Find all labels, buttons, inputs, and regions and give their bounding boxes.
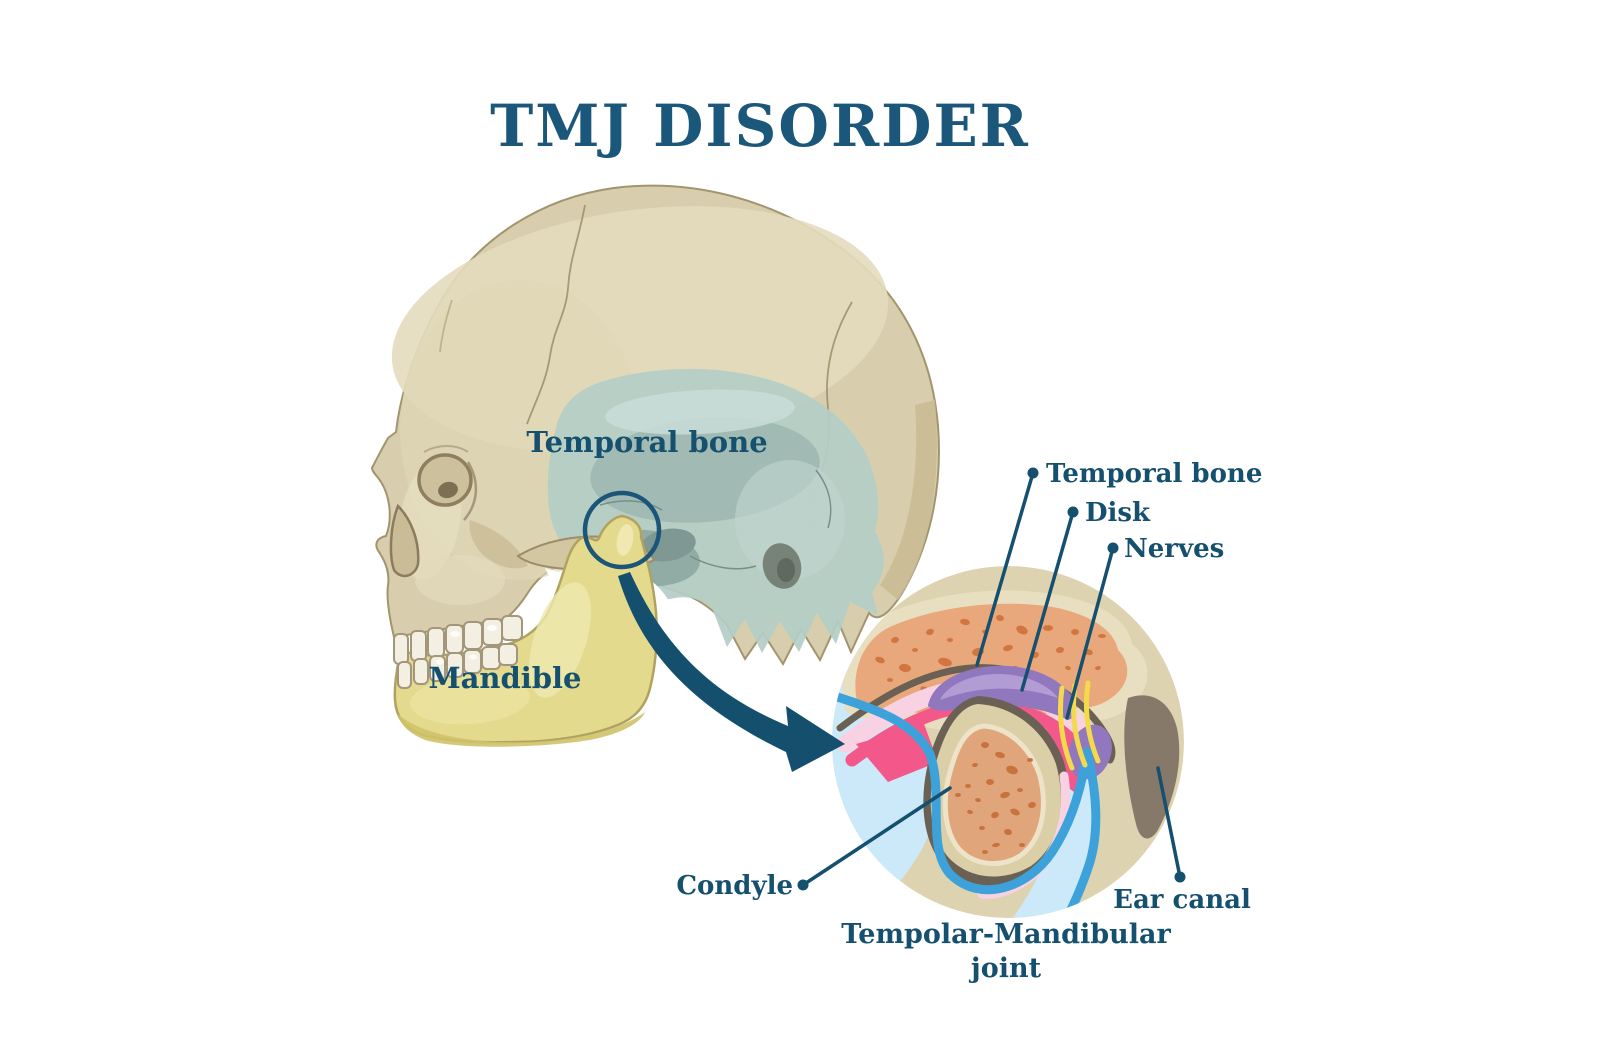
mandible-shading — [398, 524, 645, 747]
condyle-cross-section — [923, 696, 1070, 886]
leader-nerves — [1065, 546, 1115, 720]
inset-caption-line2: joint — [969, 953, 1042, 984]
skull-temporal-bone-label: Temporal bone — [526, 425, 767, 459]
inset-nerves-label: Nerves — [1124, 534, 1224, 564]
joint-inset — [832, 566, 1184, 918]
teeth-glints — [436, 625, 497, 665]
nasal-aperture — [389, 503, 420, 578]
leader-dots — [797, 467, 1186, 891]
page-title: TMJ DISORDER — [490, 92, 1030, 160]
zoom-arrow — [618, 572, 845, 772]
inset-ear-canal-label: Ear canal — [1113, 885, 1251, 915]
inset-condyle-label: Condyle — [676, 871, 793, 901]
leader-disk — [1020, 510, 1075, 692]
lower-teeth — [397, 643, 518, 689]
ear-opening — [762, 543, 802, 589]
leader-lines — [801, 471, 1182, 887]
eye-socket — [417, 445, 478, 521]
condyle-speckles — [955, 742, 1036, 854]
skull-illustration — [370, 184, 940, 747]
tmj-annotation-circle — [582, 490, 662, 570]
inset-temporal-bone-label: Temporal bone — [1046, 459, 1262, 489]
inset-caption-line1: Tempolar-Mandibular — [841, 919, 1171, 950]
leader-temporal-bone — [975, 471, 1035, 667]
inset-disk-label: Disk — [1085, 498, 1151, 528]
skull-mandible-label: Mandible — [428, 661, 581, 695]
leader-condyle — [801, 786, 952, 887]
leader-ear-canal — [1156, 766, 1182, 879]
